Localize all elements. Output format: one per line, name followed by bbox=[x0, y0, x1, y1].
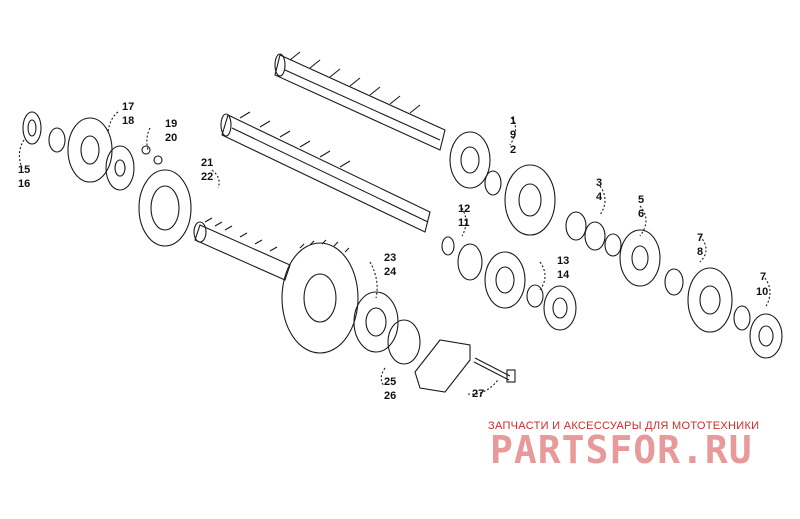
washer-7-10 bbox=[733, 305, 751, 331]
washer-20 bbox=[153, 155, 163, 165]
label-17: 17 bbox=[122, 101, 135, 113]
bearing-15-16 bbox=[22, 111, 42, 145]
label-13: 13 bbox=[557, 255, 570, 267]
bearing-23-24 bbox=[353, 291, 399, 353]
label-25: 25 bbox=[384, 376, 397, 388]
upper-shaft bbox=[274, 51, 446, 151]
washer-13-14 bbox=[526, 284, 544, 308]
washer-5 bbox=[604, 233, 622, 257]
label-18: 18 bbox=[122, 115, 135, 127]
lower-shaft bbox=[220, 111, 431, 233]
gear-23-24 bbox=[281, 242, 359, 354]
washer-7-8 bbox=[664, 268, 684, 296]
label-15: 15 bbox=[18, 164, 31, 176]
gear-13 bbox=[484, 251, 526, 309]
label-8: 8 bbox=[697, 246, 704, 258]
bearing-14 bbox=[543, 285, 577, 331]
bushing-3-4 bbox=[565, 211, 587, 241]
bolt-27 bbox=[473, 357, 511, 381]
label-12: 12 bbox=[458, 203, 471, 215]
bearing-21-22 bbox=[138, 169, 192, 247]
washer-12-11 bbox=[441, 236, 455, 256]
hub-5-6 bbox=[619, 229, 661, 287]
label-27: 27 bbox=[472, 388, 485, 400]
label-23: 23 bbox=[384, 252, 397, 264]
label-7b: 7 bbox=[760, 271, 767, 283]
leader-lines bbox=[18, 111, 771, 395]
watermark-logo: PARTSFOR.RU bbox=[490, 428, 753, 472]
label-16: 16 bbox=[18, 178, 31, 190]
gear-2 bbox=[504, 164, 556, 236]
label-3: 3 bbox=[596, 177, 603, 189]
bearing-10 bbox=[749, 313, 783, 359]
label-19: 19 bbox=[165, 118, 178, 130]
washer-3 bbox=[584, 221, 606, 251]
label-22: 22 bbox=[201, 171, 214, 183]
label-20: 20 bbox=[165, 132, 178, 144]
gear-11 bbox=[457, 243, 483, 281]
label-1: 1 bbox=[510, 115, 517, 127]
cover-plate bbox=[414, 339, 471, 393]
sprocket-17-18 bbox=[67, 117, 113, 183]
label-6: 6 bbox=[638, 208, 645, 220]
label-5: 5 bbox=[638, 194, 645, 206]
label-4: 4 bbox=[596, 191, 603, 203]
washer-9 bbox=[484, 170, 502, 196]
input-shaft bbox=[193, 217, 291, 281]
label-11: 11 bbox=[458, 217, 470, 229]
label-7a: 7 bbox=[697, 232, 704, 244]
label-10: 10 bbox=[756, 286, 769, 298]
bolt-19 bbox=[141, 145, 151, 155]
label-21: 21 bbox=[201, 157, 214, 169]
watermark-tagline: ЗАПЧАСТИ И АКСЕССУАРЫ ДЛЯ МОТОТЕХНИКИ bbox=[488, 420, 760, 432]
bearing-1-9 bbox=[449, 131, 491, 189]
label-14: 14 bbox=[557, 269, 570, 281]
label-24: 24 bbox=[384, 266, 397, 278]
washer-17 bbox=[105, 145, 135, 191]
label-26: 26 bbox=[384, 390, 397, 402]
label-2: 2 bbox=[510, 144, 517, 156]
washer-left bbox=[48, 127, 66, 153]
gear-8 bbox=[687, 267, 733, 333]
gasket-25-26 bbox=[387, 319, 421, 365]
label-9: 9 bbox=[510, 129, 517, 141]
